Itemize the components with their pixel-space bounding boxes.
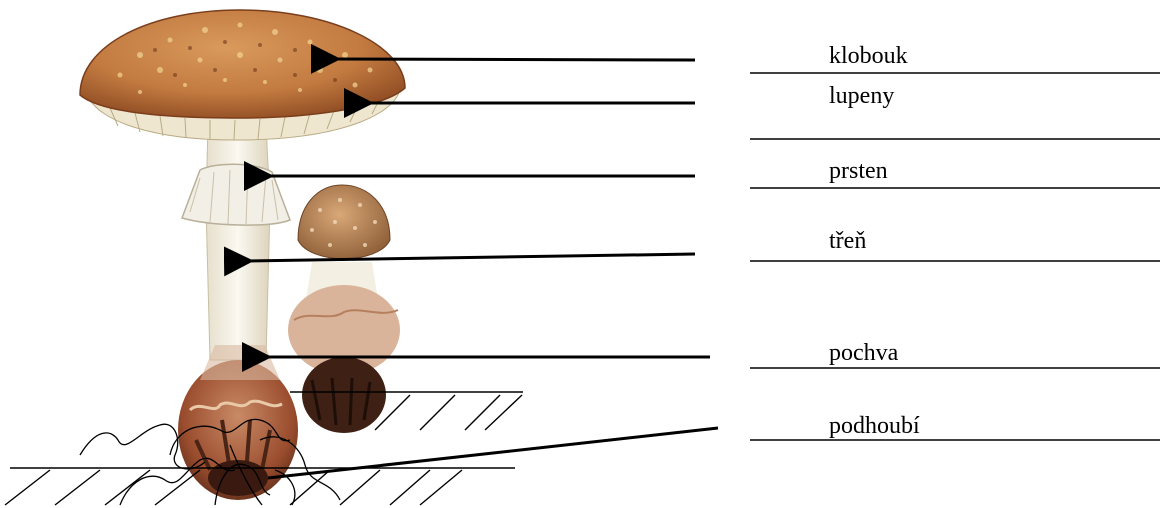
small-mushroom-illustration [288,185,400,433]
cap-shape [80,10,405,118]
arrow-klobouk [335,59,695,60]
arrow-podhoubi [268,428,718,478]
stem-shape [206,125,270,360]
label-prsten: prsten [829,159,888,183]
label-underlines [750,73,1160,440]
label-podhoubi: podhoubí [829,414,920,438]
label-tren: třeň [829,229,866,253]
label-klobouk: klobouk [829,44,908,68]
label-pochva: pochva [829,341,898,365]
label-lupeny: lupeny [829,84,894,108]
arrow-tren [248,254,695,261]
